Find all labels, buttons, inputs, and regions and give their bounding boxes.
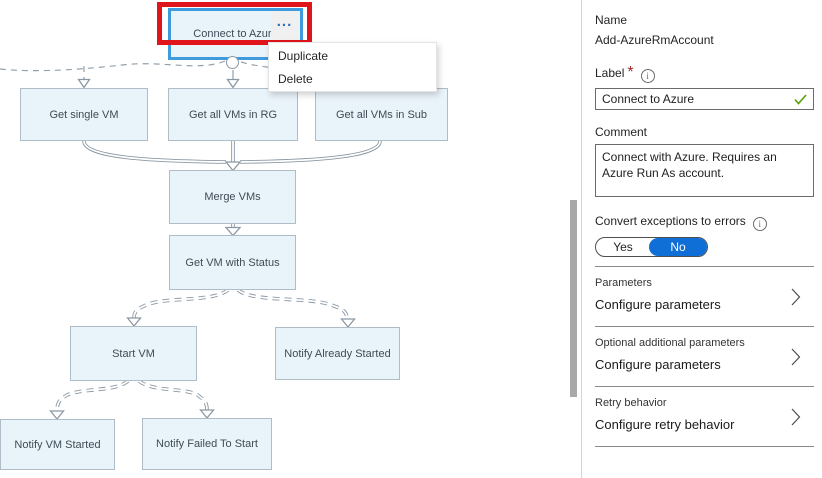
node-get-all-vms-in-rg[interactable]: Get all VMs in RG <box>168 88 298 141</box>
menu-item-delete[interactable]: Delete <box>278 72 313 86</box>
node-label: Get VM with Status <box>185 256 280 269</box>
section-label: Parameters <box>595 277 652 289</box>
chevron-right-icon <box>791 408 801 425</box>
info-icon[interactable]: i <box>752 217 767 231</box>
node-notify-vm-started[interactable]: Notify VM Started <box>0 419 115 470</box>
node-notify-already-started[interactable]: Notify Already Started <box>275 327 400 380</box>
node-label: Notify Failed To Start <box>156 438 258 450</box>
label-field-label: Label <box>595 66 625 80</box>
convert-exceptions-label: Convert exceptions to errors <box>595 214 746 228</box>
menu-item-duplicate[interactable]: Duplicate <box>278 49 329 63</box>
canvas-scrollbar-thumb[interactable] <box>570 200 577 397</box>
section-label: Retry behavior <box>595 397 667 409</box>
comment-textarea[interactable]: Connect with Azure. Requires an Azure Ru… <box>595 144 814 197</box>
chevron-right-icon <box>791 288 801 305</box>
toggle-no-option[interactable]: No <box>649 238 707 256</box>
node-get-single-vm[interactable]: Get single VM <box>20 88 148 141</box>
node-label: Get all VMs in Sub <box>335 108 428 121</box>
node-get-vm-with-status[interactable]: Get VM with Status <box>169 235 296 290</box>
node-notify-failed-to-start[interactable]: Notify Failed To Start <box>142 418 272 470</box>
section-action: Configure parameters <box>595 297 721 312</box>
node-get-all-vms-in-sub[interactable]: Get all VMs in Sub <box>315 88 448 141</box>
node-label: Start VM <box>112 347 155 360</box>
config-sections: Parameters Configure parameters Optional… <box>595 266 814 447</box>
properties-panel: Name Add-AzureRmAccount Label* i Connect … <box>595 0 814 447</box>
node-label: Merge VMs <box>204 191 261 203</box>
node-label: Get all VMs in RG <box>188 108 278 121</box>
activity-name-value: Add-AzureRmAccount <box>595 33 714 47</box>
ellipsis-menu-button[interactable]: ... <box>271 11 298 44</box>
node-label: Get single VM <box>49 108 119 121</box>
valid-check-icon <box>794 93 807 105</box>
node-start-vm[interactable]: Start VM <box>70 326 197 381</box>
convert-exceptions-toggle[interactable]: Yes No <box>595 237 708 257</box>
section-optional-parameters[interactable]: Optional additional parameters Configure… <box>595 326 814 386</box>
required-asterisk: * <box>627 64 634 81</box>
context-menu: Duplicate Delete <box>268 42 437 92</box>
section-label: Optional additional parameters <box>595 337 745 349</box>
panel-divider <box>581 0 582 478</box>
toggle-yes-option[interactable]: Yes <box>613 240 633 254</box>
label-input[interactable]: Connect to Azure <box>595 88 814 110</box>
section-parameters[interactable]: Parameters Configure parameters <box>595 266 814 326</box>
node-label: Notify VM Started <box>14 438 101 451</box>
info-icon[interactable]: i <box>640 69 655 83</box>
section-retry-behavior[interactable]: Retry behavior Configure retry behavior <box>595 386 814 446</box>
name-label: Name <box>595 13 628 27</box>
section-action: Configure retry behavior <box>595 417 735 432</box>
node-label: Connect to Azure <box>193 28 278 40</box>
node-output-connector[interactable] <box>226 56 239 69</box>
flowchart-canvas[interactable]: Connect to Azure Get single VM Get all V… <box>0 0 582 478</box>
connector-lines <box>0 60 387 421</box>
section-action: Configure parameters <box>595 357 721 372</box>
label-input-value: Connect to Azure <box>602 92 695 106</box>
chevron-right-icon <box>791 348 801 365</box>
node-label: Notify Already Started <box>284 347 391 360</box>
annotation-highlight-box <box>157 2 312 45</box>
node-merge-vms[interactable]: Merge VMs <box>169 170 296 224</box>
comment-label: Comment <box>595 125 648 139</box>
